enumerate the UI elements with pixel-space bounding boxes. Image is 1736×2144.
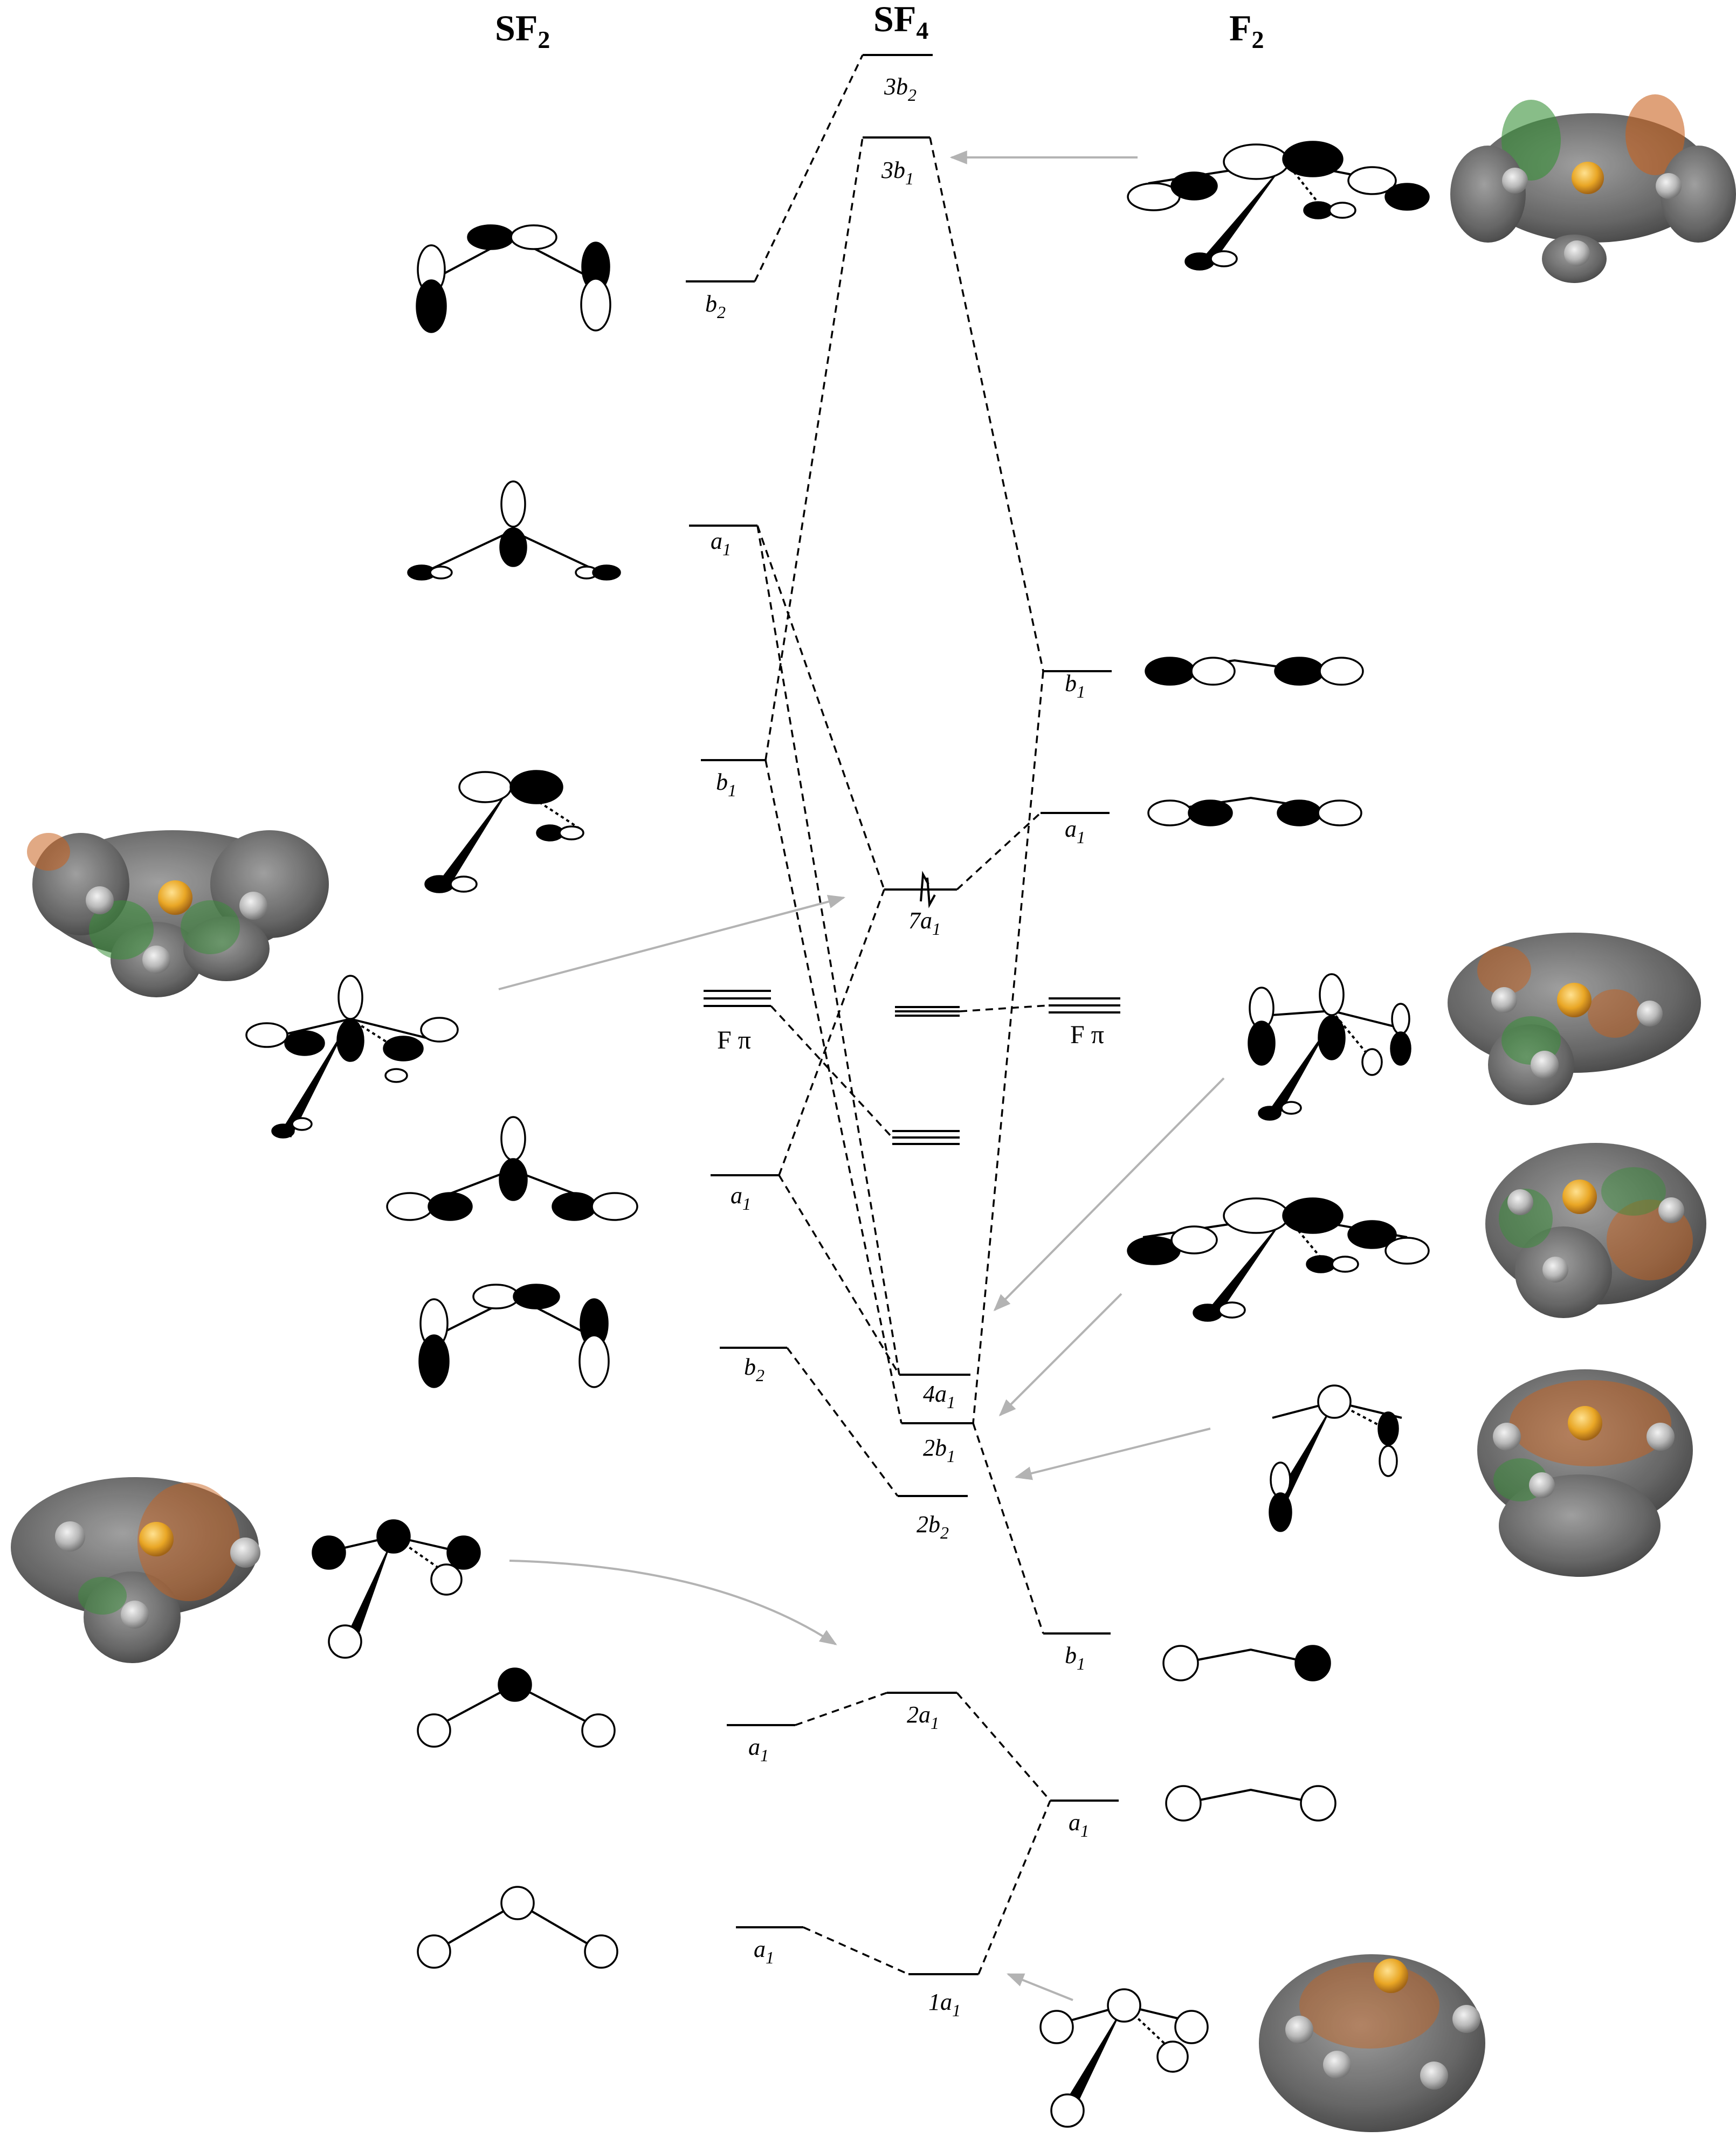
label-sf2-a1-mid: a1: [731, 1182, 751, 1214]
label-sf2-a1-bottom: a1: [754, 1936, 774, 1967]
label-sf4-4a1: 4a1: [923, 1381, 955, 1412]
orbital-sf2-a1-low: [417, 1667, 616, 1748]
label-sf2-a1-low: a1: [748, 1734, 769, 1765]
label-f2-b1-low: b1: [1065, 1642, 1085, 1673]
label-sf2-b2-top: b2: [705, 291, 726, 322]
label-sf4-2b2: 2b2: [917, 1511, 949, 1542]
orbital-sf2-b1: [424, 770, 584, 893]
header-sf2: SF2: [495, 8, 550, 53]
orbital-sf4-7a1-sketch: [245, 975, 459, 1139]
orbital-sf2-a1-high: [407, 480, 621, 581]
label-sf4-7a1: 7a1: [908, 907, 941, 939]
surface-render-1a1-right: [1259, 1954, 1485, 2132]
label-sf2-a1-high: a1: [711, 528, 731, 559]
label-sf2-b1: b1: [716, 769, 736, 800]
orbital-sf4-2b1-sketch: [1127, 1197, 1430, 1322]
orbital-sf4-3b1-sketch: [1127, 141, 1430, 271]
surface-render-4a1: [1448, 933, 1701, 1105]
label-sf4-2b1: 2b1: [923, 1435, 955, 1466]
orbital-sf4-4a1-sketch: [1248, 973, 1411, 1121]
orbital-sf4-2b2-sketch: [1269, 1384, 1402, 1532]
surface-render-7a1: [27, 830, 329, 997]
label-sf4-3b2: 3b2: [884, 73, 917, 105]
label-sf4-2a1: 2a1: [907, 1701, 939, 1733]
label-sf4-3b1: 3b1: [881, 157, 914, 188]
electron-pair-icon: [920, 871, 936, 908]
orbital-sf4-1a1-right-sketch: [1039, 1988, 1209, 2128]
label-f2-a1-low: a1: [1069, 1809, 1089, 1840]
label-sf2-fpi: F π: [717, 1026, 751, 1054]
surface-render-2b1: [1485, 1143, 1706, 1318]
orbital-f2-b1-high: [1145, 657, 1364, 686]
label-f2-a1-high: a1: [1065, 816, 1085, 847]
header-sf4: SF4: [873, 0, 928, 44]
orbital-sf2-b2-low: [418, 1284, 610, 1388]
surface-render-3b1: [1450, 94, 1736, 283]
correlation-lines: [754, 54, 1051, 1975]
label-sf4-1a1: 1a1: [928, 1989, 961, 2020]
orbital-f2-a1-high: [1147, 796, 1362, 826]
pointer-arrows: [498, 150, 1225, 2001]
surface-render-1a1-left: [11, 1477, 260, 1663]
orbital-sf2-b2-top: [416, 224, 611, 333]
orbital-sf2-a1-bottom: [417, 1886, 618, 1969]
label-f2-b1-high: b1: [1065, 670, 1085, 701]
label-f2-fpi: F π: [1070, 1021, 1104, 1049]
header-f2: F2: [1229, 8, 1264, 53]
orbital-sf2-a1-mid: [386, 1116, 638, 1221]
label-sf2-b2-low: b2: [744, 1354, 764, 1385]
surface-render-2b2: [1477, 1369, 1693, 1577]
orbital-f2-a1-low: [1165, 1785, 1337, 1822]
orbital-f2-b1-low: [1162, 1645, 1331, 1681]
orbital-sf4-1a1-left-sketch: [312, 1519, 481, 1659]
